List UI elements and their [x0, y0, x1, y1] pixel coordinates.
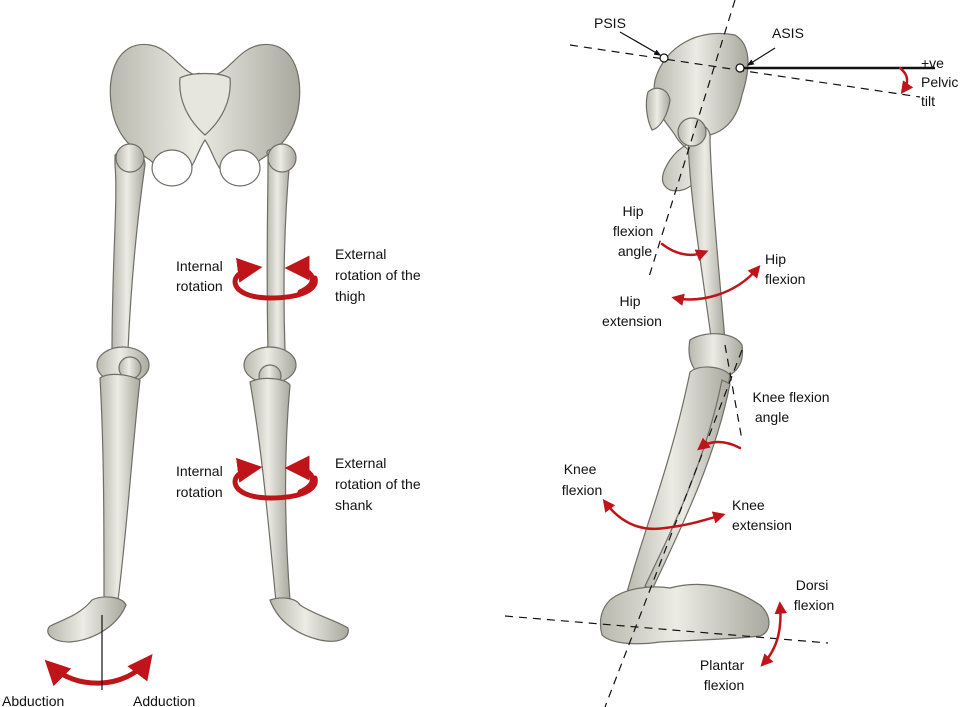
hip-flexion-angle-arrow — [660, 242, 709, 262]
side-view-arrows — [602, 66, 914, 667]
abduction-adduction-arrow — [44, 654, 153, 687]
label-external-rotation-shank: External rotation of the shank — [335, 455, 425, 513]
femoral-head-right — [267, 143, 297, 173]
label-psis: PSIS — [594, 15, 626, 31]
label-dorsi-flexion: Dorsi flexion — [794, 577, 834, 613]
label-asis: ASIS — [772, 25, 804, 41]
tibia-left-front — [99, 373, 141, 603]
front-view-skeleton — [47, 43, 349, 643]
label-knee-flexion: Knee flexion — [562, 461, 602, 498]
knee-flexion-extension-arrow — [602, 499, 726, 531]
front-view-arrows — [44, 255, 318, 687]
shank-external-rotation-arrow — [284, 455, 315, 495]
label-hip-flexion-angle: Hip flexion angle — [613, 203, 657, 259]
pelvic-tilt-arrow — [898, 66, 914, 95]
asis-marker — [735, 63, 745, 73]
label-internal-rotation-thigh: Internal rotation — [176, 258, 227, 294]
psis-marker — [659, 53, 669, 63]
shank-internal-rotation-arrow — [232, 457, 318, 501]
thigh-axis-dashed — [604, 349, 743, 707]
tibia-side — [624, 366, 731, 606]
label-pelvic-tilt: +ve Pelvic tilt — [921, 55, 962, 109]
obturator-right — [219, 149, 261, 187]
femur-side — [687, 122, 726, 345]
label-internal-rotation-shank: Internal rotation — [176, 463, 227, 500]
psis-pointer — [619, 31, 662, 56]
pelvis-side — [653, 32, 749, 192]
tibia-right-front — [249, 377, 291, 603]
label-adduction: Adduction — [133, 693, 195, 707]
obturator-left — [151, 149, 193, 187]
knee-angle-reference-dashed — [724, 344, 743, 441]
sacrum-side — [645, 87, 671, 131]
foot-left-front — [47, 596, 127, 643]
label-external-rotation-thigh: External rotation of the thigh — [335, 246, 425, 304]
dorsi-plantar-flexion-arrow — [760, 601, 787, 667]
foot-right-front — [269, 597, 349, 642]
foot-side — [599, 583, 770, 645]
label-knee-extension: Knee extension — [732, 497, 792, 533]
label-hip-extension: Hip extension — [602, 293, 662, 329]
hip-flexion-extension-arrow — [671, 265, 761, 306]
label-plantar-flexion: Plantar flexion — [700, 657, 748, 693]
femur-left-front — [111, 149, 146, 353]
asis-pointer — [746, 47, 776, 66]
label-hip-flexion: Hip flexion — [765, 251, 805, 287]
femur-right-front — [266, 148, 291, 353]
thigh-internal-rotation-arrow — [232, 257, 318, 301]
label-abduction: Abduction — [2, 693, 64, 707]
thigh-external-rotation-arrow — [284, 255, 315, 295]
knee-flexion-angle-arrow — [697, 437, 742, 451]
femoral-head-left — [115, 143, 145, 173]
label-knee-flexion-angle: Knee flexion angle — [753, 389, 834, 425]
sacrum-front — [179, 72, 231, 136]
side-view-skeleton — [599, 32, 770, 645]
pelvis-axis-dashed — [569, 44, 921, 98]
femoral-head-side — [677, 117, 707, 147]
landmark-pointers — [619, 31, 776, 66]
pelvis-vertical-dashed — [647, 0, 736, 281]
